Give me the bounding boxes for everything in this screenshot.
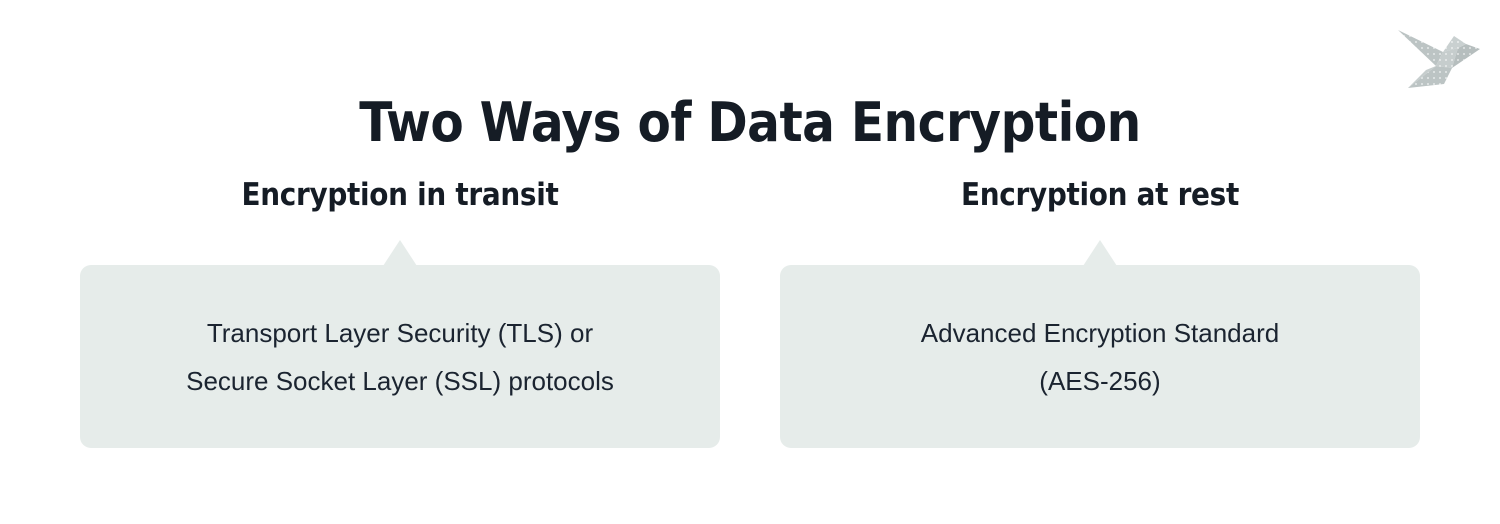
card-body-in-transit: Transport Layer Security (TLS) or Secure…	[80, 265, 720, 448]
card-text-at-rest: Advanced Encryption Standard (AES-256)	[921, 309, 1279, 405]
card-text-line: (AES-256)	[1039, 365, 1161, 396]
card-text-line: Transport Layer Security (TLS) or	[206, 317, 594, 348]
comparison-columns: Encryption in transit Transport Layer Se…	[80, 176, 1420, 476]
callout-tail-icon	[383, 240, 417, 266]
column-heading-at-rest: Encryption at rest	[960, 177, 1240, 213]
origami-bird-logo	[1396, 22, 1482, 92]
column-encryption-in-transit: Encryption in transit Transport Layer Se…	[80, 176, 720, 476]
card-text-line: Advanced Encryption Standard	[920, 317, 1280, 348]
column-heading-in-transit: Encryption in transit	[241, 177, 559, 213]
page-title: Two Ways of Data Encryption	[359, 91, 1141, 155]
card-text-line: Secure Socket Layer (SSL) protocols	[186, 365, 614, 396]
callout-tail-icon	[1083, 240, 1117, 266]
column-encryption-at-rest: Encryption at rest Advanced Encryption S…	[780, 176, 1420, 476]
card-body-at-rest: Advanced Encryption Standard (AES-256)	[780, 265, 1420, 448]
card-text-in-transit: Transport Layer Security (TLS) or Secure…	[186, 309, 614, 405]
